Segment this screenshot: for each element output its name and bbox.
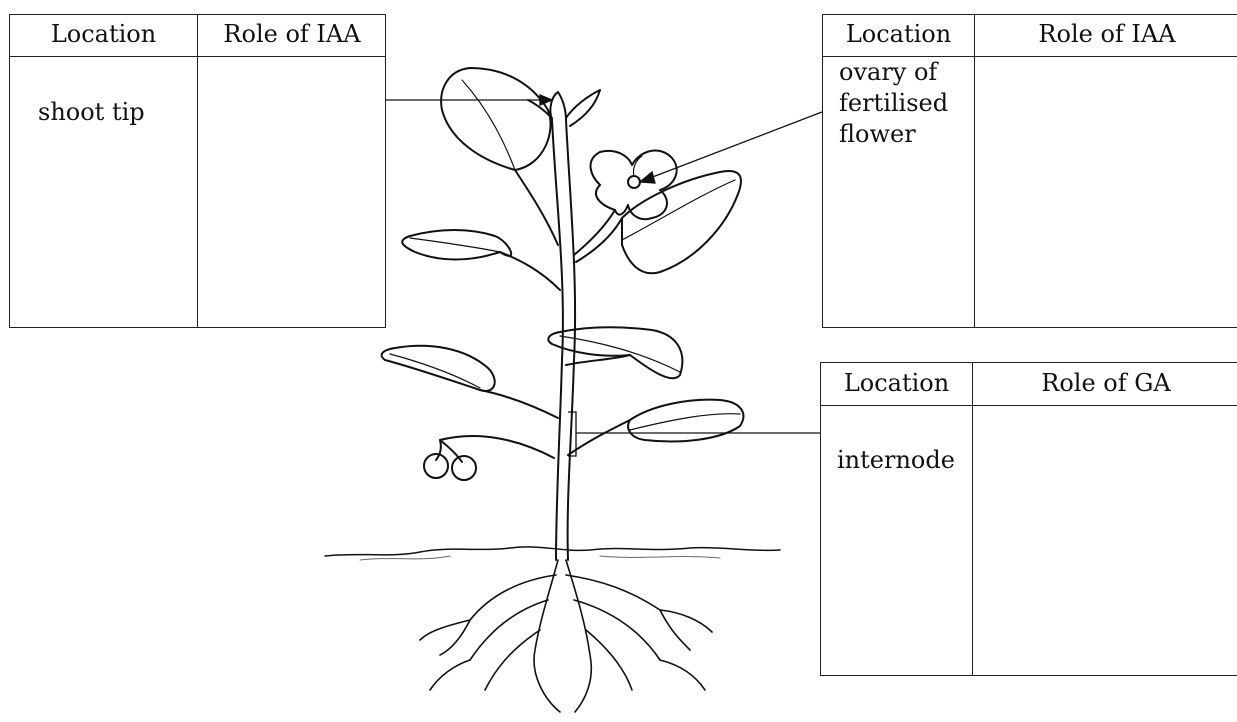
location-line-3: flower [839,119,916,150]
header-role: Role of GA [974,369,1237,397]
top-left-leaf [441,68,550,170]
role-answer-cell[interactable] [976,58,1237,327]
header-location: Location [821,369,972,397]
middle-left-leaf [382,346,495,391]
table-ovary: Location Role of IAA ovary of fertilised… [822,14,1237,328]
shoot-tip-bud [550,92,566,120]
table-internode: Location Role of GA internode [820,362,1237,676]
pointer-line-ovary [650,112,822,178]
header-location: Location [10,20,197,48]
right-upper-leaf [622,171,741,273]
right-lower-leaf [628,400,743,442]
header-role: Role of IAA [976,20,1237,48]
column-divider [197,15,198,327]
location-line-2: fertilised [839,88,948,119]
role-answer-cell[interactable] [199,58,385,327]
main-stem [552,120,563,560]
column-divider [972,363,973,675]
column-divider [974,15,975,327]
location-line-1: ovary of [839,57,937,88]
location-text: internode [837,445,955,476]
roots [420,560,712,712]
location-text: shoot tip [38,97,145,128]
header-role: Role of IAA [199,20,385,48]
right-middle-leaf [548,327,682,378]
role-answer-cell[interactable] [974,407,1237,675]
fruits [424,440,476,480]
soil-line [325,547,780,556]
table-shoot-tip: Location Role of IAA shoot tip [9,14,386,328]
header-location: Location [823,20,974,48]
